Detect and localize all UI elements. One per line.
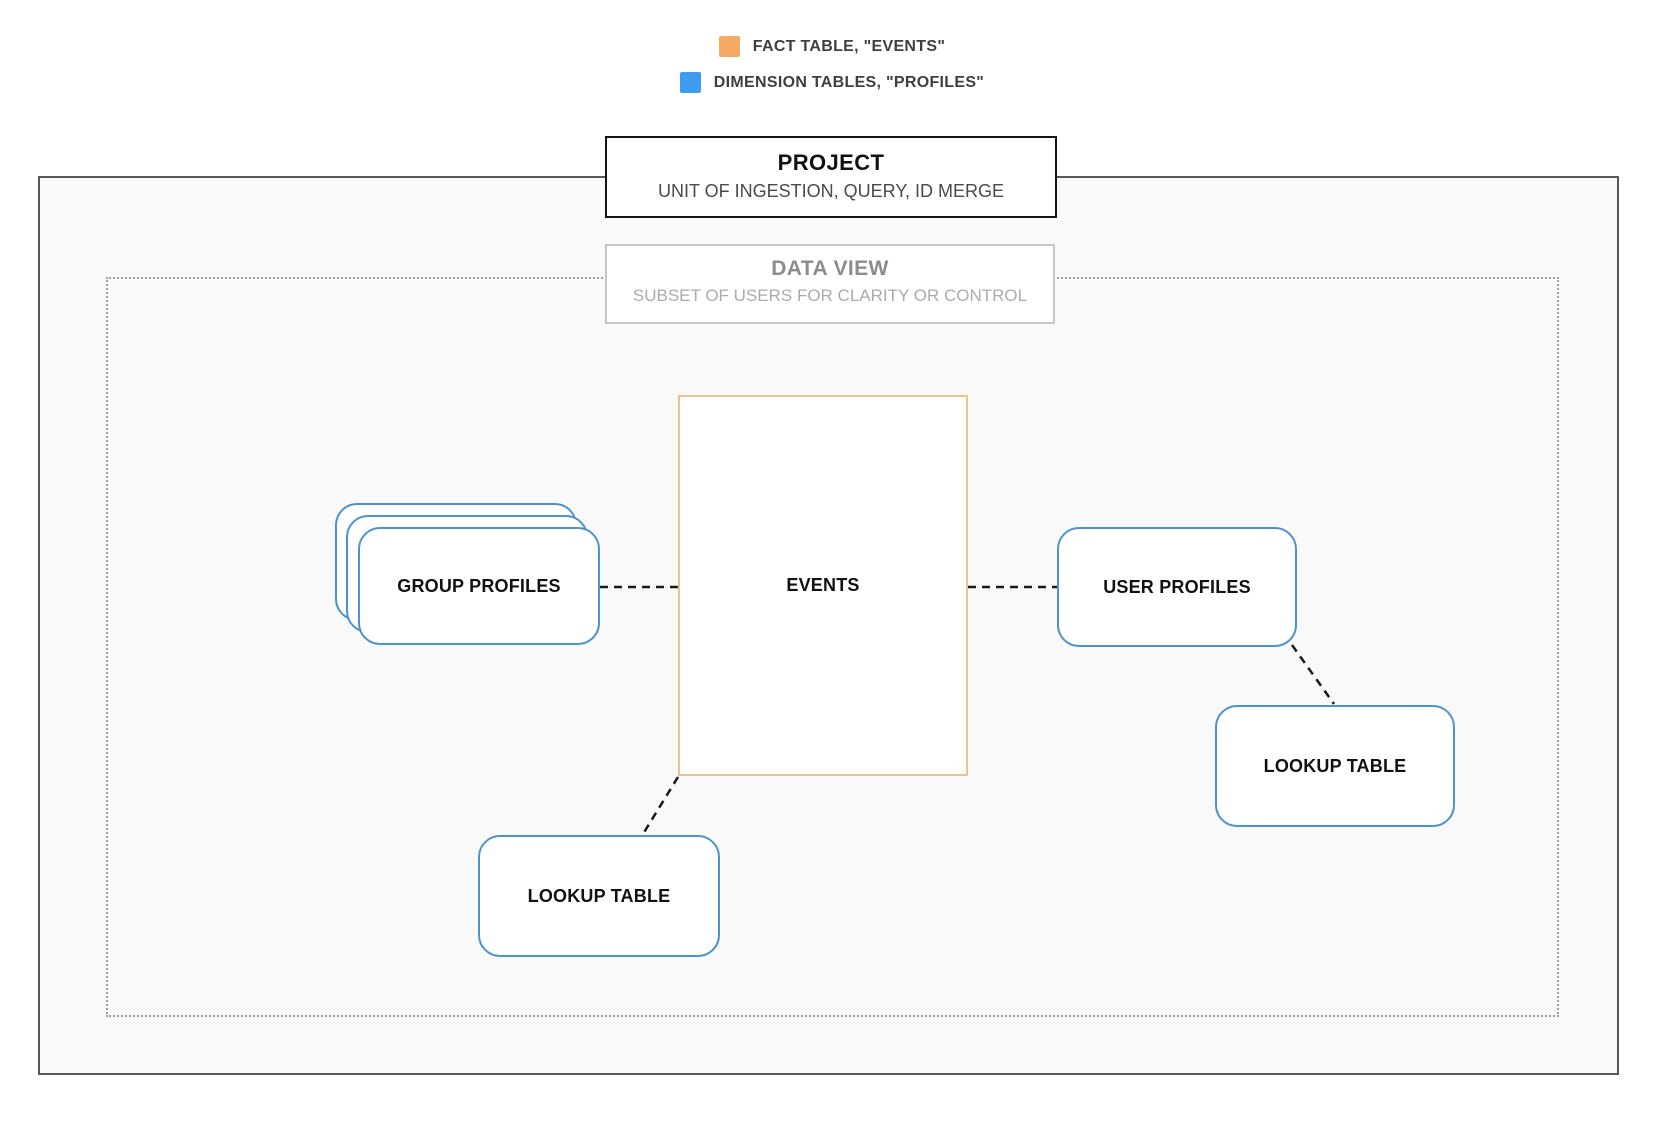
events-node: EVENTS (678, 395, 968, 776)
project-title: PROJECT (777, 150, 885, 175)
data-view-subtitle: SUBSET OF USERS FOR CLARITY OR CONTROL (632, 286, 1028, 305)
legend: FACT TABLE, "EVENTS" DIMENSION TABLES, "… (0, 36, 1664, 93)
data-view-label-box: DATA VIEW SUBSET OF USERS FOR CLARITY OR… (605, 244, 1055, 324)
project-subtitle: UNIT OF INGESTION, QUERY, ID MERGE (657, 181, 1005, 201)
legend-item-dimension-tables: DIMENSION TABLES, "PROFILES" (679, 72, 985, 93)
data-view-title: DATA VIEW (771, 257, 889, 280)
group-profiles-stack-layer-front: GROUP PROFILES (358, 527, 600, 645)
events-node-label: EVENTS (786, 575, 860, 595)
fact-table-color-swatch (718, 36, 740, 57)
project-label-box: PROJECT UNIT OF INGESTION, QUERY, ID MER… (605, 136, 1057, 218)
group-profiles-node: GROUP PROFILES (335, 503, 601, 646)
dimension-tables-legend-label: DIMENSION TABLES, "PROFILES" (713, 73, 985, 91)
group-profiles-node-label: GROUP PROFILES (397, 575, 561, 596)
lookup-table-bottom-node: LOOKUP TABLE (478, 835, 720, 957)
user-profiles-node: USER PROFILES (1057, 527, 1297, 647)
fact-table-legend-label: FACT TABLE, "EVENTS" (752, 37, 946, 55)
legend-item-fact-table: FACT TABLE, "EVENTS" (718, 36, 946, 57)
user-profiles-node-label: USER PROFILES (1103, 576, 1251, 597)
dimension-tables-color-swatch (679, 72, 701, 93)
lookup-table-right-node-label: LOOKUP TABLE (1263, 755, 1407, 776)
lookup-table-bottom-node-label: LOOKUP TABLE (527, 885, 671, 906)
lookup-table-right-node: LOOKUP TABLE (1215, 705, 1455, 827)
